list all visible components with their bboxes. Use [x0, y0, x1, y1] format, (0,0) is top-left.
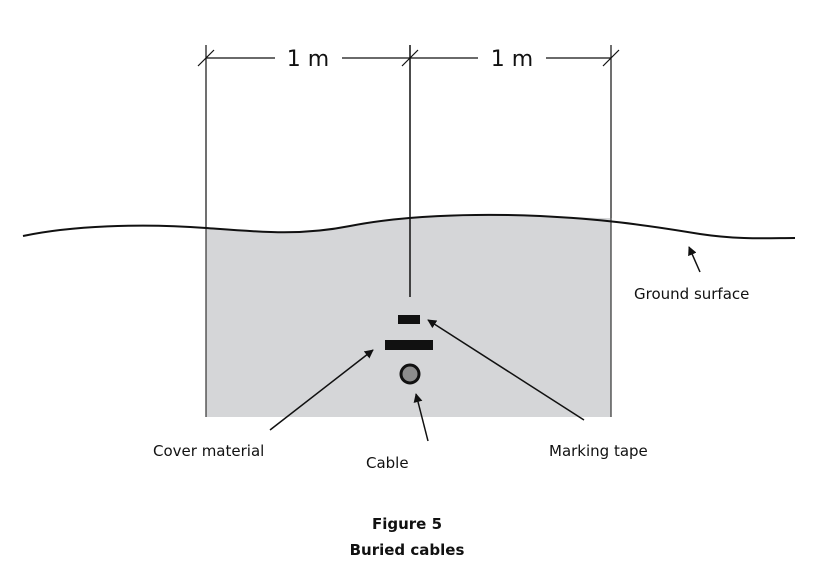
- cable: [399, 363, 421, 385]
- ground-surface-label: Ground surface: [634, 285, 749, 303]
- cable-label: Cable: [366, 454, 409, 472]
- cable-arrow: [413, 393, 429, 442]
- dimension-tick-center: [401, 49, 419, 67]
- cover-material-arrow: [269, 349, 374, 431]
- dimension-label-right: 1 m: [491, 47, 533, 72]
- cover-material-label: Cover material: [153, 442, 264, 460]
- marking-tape: [398, 315, 420, 324]
- ground-surface-arrow: [688, 246, 701, 273]
- cover-material: [385, 340, 433, 350]
- dimension-tick-right: [602, 49, 620, 67]
- marking-tape-arrow: [427, 319, 585, 421]
- marking-tape-label: Marking tape: [549, 442, 648, 460]
- dimension-tick-left: [197, 49, 215, 67]
- dimension-label-left: 1 m: [287, 47, 329, 72]
- figure-title: Buried cables: [350, 541, 465, 559]
- figure-number: Figure 5: [372, 515, 442, 533]
